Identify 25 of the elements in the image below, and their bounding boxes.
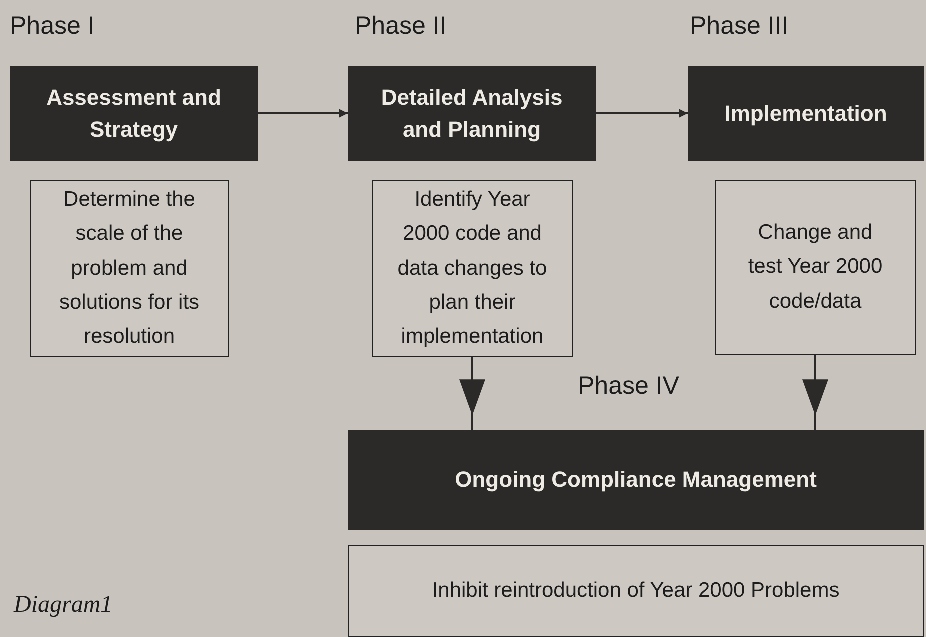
phase-box [688,66,924,161]
phase-label: Phase III [690,12,789,41]
box-text: Inhibit reintroduction of Year 2000 Problems [432,578,840,604]
description-box [348,545,924,637]
phase-label: Phase II [355,12,447,41]
box-text: Assessment and Strategy [46,84,222,144]
phase-label: Phase I [10,12,95,41]
arrow [258,109,348,118]
box-text: Detailed Analysis and Planning [380,84,564,144]
box-text: Identify Year 2000 code and data changes to plan their implementation [397,187,548,350]
description-box [372,180,573,357]
box-text: Implementation [724,100,888,128]
box-text: Ongoing Compliance Management [455,466,817,494]
diagram-caption: Diagram1 [14,592,113,619]
arrow [596,109,688,118]
description-box [30,180,229,357]
box-text: Change and test Year 2000 code/data [747,220,884,314]
phase-box [348,430,924,530]
description-box [715,180,916,355]
phase-label: Phase IV [578,372,680,401]
down-arrow [460,357,486,430]
down-arrow [802,355,828,430]
box-text: Determine the scale of the problem and solutions for its resolution [58,187,201,350]
phase-box [348,66,596,161]
phase-box [10,66,258,161]
